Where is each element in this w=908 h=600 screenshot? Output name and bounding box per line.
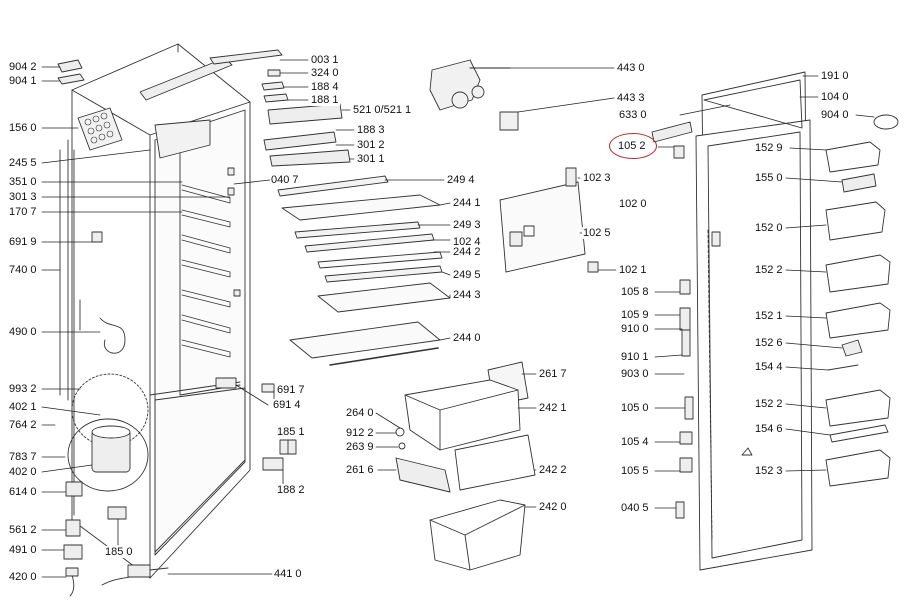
label-1523: 152 3 bbox=[754, 465, 784, 477]
label-0405: 040 5 bbox=[620, 502, 650, 514]
label-2639: 263 9 bbox=[345, 441, 375, 453]
label-5210: 521 0/521 1 bbox=[352, 104, 413, 116]
label-2421: 242 1 bbox=[538, 402, 568, 414]
label-4430: 443 0 bbox=[616, 62, 646, 74]
label-2617: 261 7 bbox=[538, 368, 568, 380]
label-1059: 105 9 bbox=[620, 309, 650, 321]
label-1050: 105 0 bbox=[620, 402, 650, 414]
label-1526: 152 6 bbox=[754, 337, 784, 349]
label-1021: 102 1 bbox=[618, 264, 648, 276]
label-2443: 244 3 bbox=[452, 289, 482, 301]
label-1882: 188 2 bbox=[276, 484, 306, 496]
label-3011: 301 1 bbox=[356, 153, 386, 165]
label-1040: 104 0 bbox=[820, 91, 850, 103]
label-7642: 764 2 bbox=[8, 419, 38, 431]
label-7400: 740 0 bbox=[8, 264, 38, 276]
label-4200: 420 0 bbox=[8, 571, 38, 583]
label-2441: 244 1 bbox=[452, 197, 482, 209]
label-0031: 003 1 bbox=[310, 54, 340, 66]
label-6917: 691 7 bbox=[276, 384, 306, 396]
left-small-parts bbox=[57, 59, 297, 560]
highlight-circle bbox=[609, 133, 657, 159]
label-9101: 910 1 bbox=[620, 351, 650, 363]
label-2616: 261 6 bbox=[345, 464, 375, 476]
label-2455: 245 5 bbox=[8, 157, 38, 169]
label-3012: 301 2 bbox=[356, 139, 386, 151]
label-7837: 783 7 bbox=[8, 451, 38, 463]
label-1910: 191 0 bbox=[820, 70, 850, 82]
label-4433: 443 3 bbox=[616, 92, 646, 104]
label-4900: 490 0 bbox=[8, 326, 38, 338]
label-1055: 105 5 bbox=[620, 465, 650, 477]
label-9100: 910 0 bbox=[620, 323, 650, 335]
label-9030: 903 0 bbox=[620, 368, 650, 380]
label-2494: 249 4 bbox=[446, 174, 476, 186]
label-4020: 402 0 bbox=[8, 466, 38, 478]
label-1544: 154 4 bbox=[754, 361, 784, 373]
power-cord bbox=[65, 564, 169, 597]
thermostat-assembly bbox=[429, 59, 519, 131]
label-9042: 904 2 bbox=[8, 61, 38, 73]
label-1052-highlighted: 105 2 bbox=[618, 140, 646, 152]
top-trim-parts bbox=[209, 49, 351, 167]
label-2422: 242 2 bbox=[538, 464, 568, 476]
label-1058: 105 8 bbox=[620, 286, 650, 298]
label-6914: 691 4 bbox=[272, 399, 302, 411]
label-1024: 102 4 bbox=[452, 236, 482, 248]
label-1707: 170 7 bbox=[8, 206, 38, 218]
cabinet-body bbox=[59, 43, 251, 579]
label-1883: 188 3 bbox=[356, 124, 386, 136]
door-bins bbox=[825, 114, 899, 487]
label-9122: 912 2 bbox=[345, 427, 375, 439]
label-9041: 904 1 bbox=[8, 75, 38, 87]
crisper-drawers bbox=[395, 361, 536, 571]
label-1023: 102 3 bbox=[582, 172, 612, 184]
label-9040: 904 0 bbox=[820, 109, 850, 121]
label-6330: 633 0 bbox=[618, 109, 648, 121]
label-2640: 264 0 bbox=[345, 407, 375, 419]
label-3510: 351 0 bbox=[8, 176, 38, 188]
door-panel-1020 bbox=[499, 167, 599, 273]
label-2493: 249 3 bbox=[452, 219, 482, 231]
label-6919: 691 9 bbox=[8, 236, 38, 248]
label-4410: 441 0 bbox=[273, 568, 303, 580]
label-5612: 561 2 bbox=[8, 524, 38, 536]
label-1881: 188 1 bbox=[310, 94, 340, 106]
label-3240: 324 0 bbox=[310, 67, 340, 79]
label-1851: 185 1 bbox=[276, 426, 306, 438]
label-1550: 155 0 bbox=[754, 172, 784, 184]
label-9932: 993 2 bbox=[8, 383, 38, 395]
label-6140: 614 0 bbox=[8, 486, 38, 498]
label-1520: 152 0 bbox=[754, 222, 784, 234]
label-2442: 244 2 bbox=[452, 246, 482, 258]
label-4021: 402 1 bbox=[8, 401, 38, 413]
label-1054: 105 4 bbox=[620, 436, 650, 448]
label-1522-bottom: 152 2 bbox=[754, 398, 784, 410]
glass-shelves bbox=[277, 175, 451, 366]
label-3013: 301 3 bbox=[8, 191, 38, 203]
label-1020: 102 0 bbox=[618, 198, 648, 210]
label-1884: 188 4 bbox=[310, 81, 340, 93]
label-1521: 152 1 bbox=[754, 310, 784, 322]
label-1025: 102 5 bbox=[582, 227, 612, 239]
label-1850: 185 0 bbox=[104, 546, 134, 558]
label-2495: 249 5 bbox=[452, 269, 482, 281]
label-1560: 156 0 bbox=[8, 122, 38, 134]
label-2420: 242 0 bbox=[538, 501, 568, 513]
label-0407: 040 7 bbox=[270, 174, 300, 186]
label-1529: 152 9 bbox=[754, 142, 784, 154]
label-1522-top: 152 2 bbox=[754, 264, 784, 276]
label-2440: 244 0 bbox=[452, 332, 482, 344]
label-1546: 154 6 bbox=[754, 423, 784, 435]
label-4910: 491 0 bbox=[8, 544, 38, 556]
